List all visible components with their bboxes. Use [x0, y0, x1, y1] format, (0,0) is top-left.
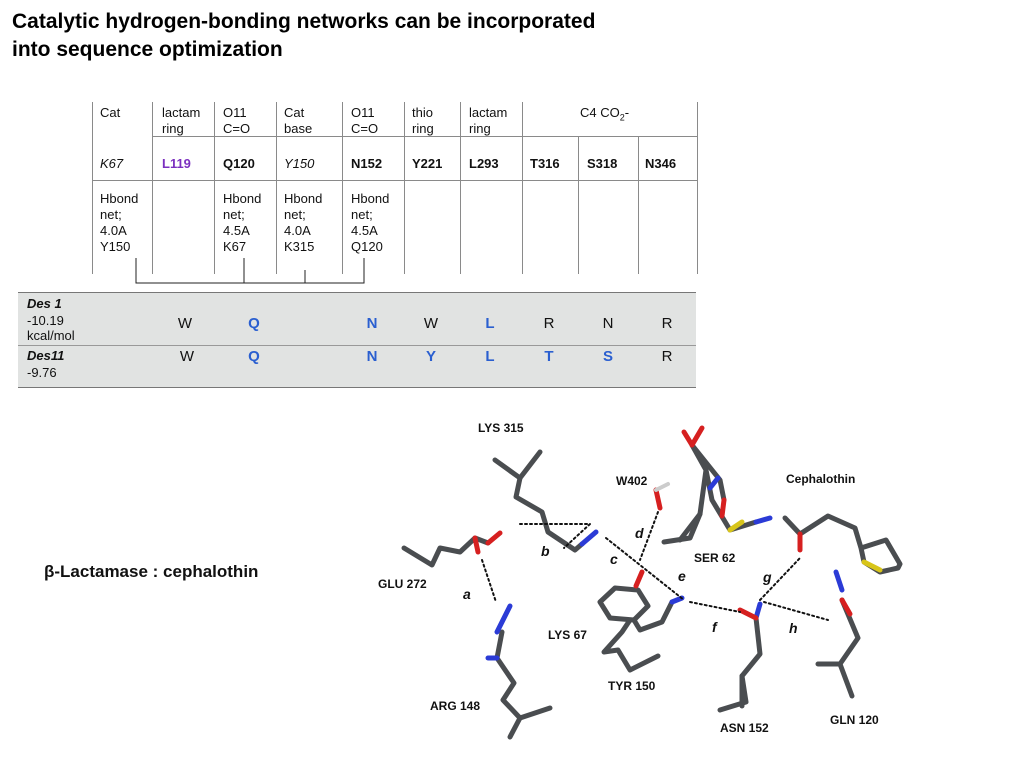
hbond-label: h: [789, 620, 798, 636]
design-residue-mutated: S: [602, 348, 613, 365]
table-divider: [638, 136, 639, 274]
band-border: [18, 345, 696, 346]
table-divider: [522, 102, 523, 274]
hbond-label: d: [635, 525, 644, 541]
design-name: Des11: [27, 348, 65, 363]
design-residue-mutated: Y: [425, 348, 436, 365]
hydrogen-bonds: [481, 511, 829, 621]
hbond-d: [639, 511, 659, 561]
table-row-line: [152, 136, 698, 137]
hbond-h: [763, 601, 829, 621]
design-residue: R: [661, 348, 673, 365]
table-border-right: [697, 102, 698, 274]
sulfur-bonds: [727, 519, 883, 573]
oxygen-bonds: [472, 425, 853, 621]
residue-cell: L293: [469, 156, 499, 171]
design-residue-mutated: T: [544, 348, 554, 365]
design-residue-mutated: Q: [248, 315, 260, 332]
design-residue: W: [177, 315, 193, 332]
residue-cell: K67: [100, 156, 124, 171]
table-border-left: [92, 102, 93, 274]
table-divider: [578, 136, 579, 274]
slide-title: Catalytic hydrogen-bonding networks can …: [12, 8, 772, 64]
residue-cell: N152: [351, 156, 383, 171]
carbon-bonds: [401, 442, 903, 740]
design-residue-mutated: L: [485, 315, 495, 332]
band-border: [18, 387, 696, 388]
table-divider: [276, 102, 277, 274]
residue-label: Cephalothin: [786, 472, 856, 486]
residue-label: LYS 67: [548, 628, 587, 642]
hbond-f: [689, 601, 741, 613]
complex-caption: β-Lactamase : cephalothin: [44, 562, 259, 581]
hbond-label: c: [610, 551, 618, 567]
table-divider: [404, 102, 405, 274]
hbond-label: f: [712, 619, 717, 635]
design-residue: R: [661, 315, 673, 332]
design-row-2: [18, 346, 696, 387]
residue-label: TYR 150: [608, 679, 656, 693]
residue-label: SER 62: [694, 551, 736, 565]
design-residue: R: [543, 315, 555, 332]
table-divider: [152, 102, 153, 274]
residue-label: LYS 315: [478, 421, 524, 435]
table-divider: [342, 102, 343, 274]
network-bracket: [135, 258, 365, 284]
header-cell: Cat: [100, 105, 121, 120]
residue-cell: T316: [530, 156, 560, 171]
hbond-a: [481, 559, 497, 603]
table-row-line: [92, 180, 698, 181]
table-divider: [460, 102, 461, 274]
design-energy: -9.76: [27, 365, 57, 380]
residue-cell: Y150: [284, 156, 315, 171]
band-border: [18, 292, 696, 293]
residue-cell: N346: [645, 156, 677, 171]
residue-label: ASN 152: [720, 721, 769, 735]
residue-label: GLU 272: [378, 577, 427, 591]
residue-label: GLN 120: [830, 713, 879, 727]
design-name: Des 1: [27, 296, 62, 311]
hbond-label: b: [541, 543, 550, 559]
design-residue-mutated: Q: [248, 348, 260, 365]
hbond-c: [605, 537, 685, 601]
design-row-1: [18, 293, 696, 345]
residue-cell: Q120: [223, 156, 255, 171]
design-residue-mutated: L: [485, 348, 495, 365]
design-residue: W: [423, 315, 439, 332]
residue-cell: L119: [162, 156, 191, 171]
residue-label: W402: [616, 474, 648, 488]
hbond-g: [759, 557, 801, 601]
hbond-label: g: [763, 569, 772, 585]
design-residue: N: [602, 315, 614, 332]
title-line-1: Catalytic hydrogen-bonding networks can …: [12, 10, 596, 33]
hbond-label: a: [463, 586, 471, 602]
design-residue-mutated: N: [366, 315, 378, 332]
residue-cell: Y221: [412, 156, 443, 171]
table-divider: [214, 102, 215, 274]
merged-header-cell: C4 CO2-: [580, 105, 630, 123]
water-hydrogen: [654, 482, 670, 492]
nitrogen-bonds: [485, 475, 845, 661]
title-line-2: into sequence optimization: [12, 38, 283, 61]
residue-label: ARG 148: [430, 699, 481, 713]
residue-cell: S318: [587, 156, 618, 171]
hbond-label: e: [678, 568, 686, 584]
design-residue-mutated: N: [366, 348, 378, 365]
design-residue: W: [179, 348, 195, 365]
